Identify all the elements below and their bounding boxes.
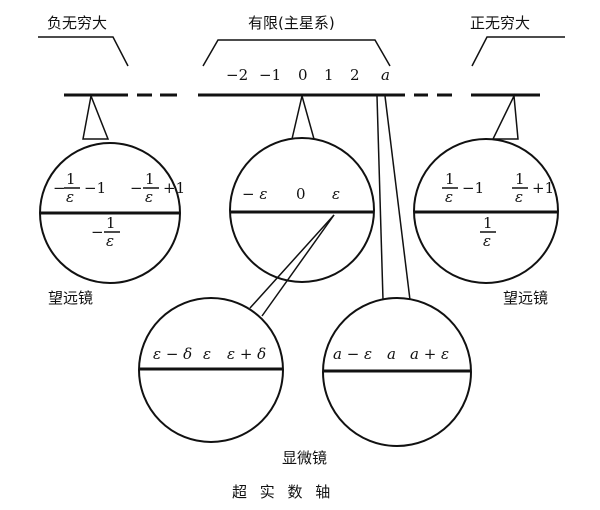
microscope-left-connector-b [261,214,335,317]
svg-text:−: − [53,179,66,197]
tick-0: 0 [298,66,308,84]
finite-bracket [202,39,391,67]
svg-text:a − ε: a − ε [333,345,372,363]
left-microscope-lens: ε − δ ε ε + δ [138,297,284,443]
microscope-right-connector-b [384,95,411,301]
svg-text:ε: ε [332,185,340,203]
svg-text:ε − δ: ε − δ [153,345,192,363]
tick-minus-1: −1 [259,66,281,84]
svg-text:ε: ε [203,345,211,363]
svg-text:ε: ε [483,232,491,250]
svg-text:−1: −1 [462,179,484,197]
svg-text:a + ε: a + ε [410,345,449,363]
negative-infinity-bracket [38,36,129,67]
left-telescope-lens: − 1 ε −1 − 1 ε +1 − 1 ε [39,93,185,284]
figure-caption: 超 实 数 轴 [232,483,334,501]
right-telescope-lens: 1 ε −1 1 ε +1 1 ε [413,93,559,284]
svg-text:a: a [387,345,396,363]
microscope-label: 显微镜 [282,449,327,467]
svg-text:ε: ε [66,188,74,206]
microscope-right-connector-a [376,95,384,301]
microscope-left-connector-a [249,214,335,309]
telescope-left-label: 望远镜 [48,289,93,307]
tick-1: 1 [324,66,334,84]
svg-text:− ε: − ε [242,185,267,203]
svg-text:0: 0 [296,185,306,203]
svg-text:ε + δ: ε + δ [227,345,266,363]
svg-text:ε: ε [106,232,114,250]
tick-2: 2 [350,66,360,84]
svg-text:1: 1 [483,214,493,232]
svg-text:1: 1 [445,170,455,188]
right-microscope-lens: a − ε a a + ε [322,297,472,447]
center-lens: − ε 0 ε [229,95,375,283]
positive-infinity-label: 正无穷大 [470,14,530,32]
tick-minus-2: −2 [226,66,248,84]
svg-text:−1: −1 [84,179,106,197]
svg-text:ε: ε [515,188,523,206]
svg-text:+1: +1 [163,179,185,197]
svg-text:1: 1 [145,170,155,188]
svg-text:ε: ε [145,188,153,206]
svg-text:−: − [130,179,143,197]
svg-text:1: 1 [106,214,116,232]
svg-text:−: − [91,223,104,241]
negative-infinity-label: 负无穷大 [47,14,107,32]
finite-main-galaxy-label: 有限(主星系) [248,14,335,32]
svg-text:+1: +1 [532,179,554,197]
svg-text:1: 1 [515,170,525,188]
positive-infinity-bracket [471,36,565,67]
svg-text:1: 1 [66,170,76,188]
svg-text:ε: ε [445,188,453,206]
point-a-label: a [381,66,390,84]
telescope-right-label: 望远镜 [503,289,548,307]
